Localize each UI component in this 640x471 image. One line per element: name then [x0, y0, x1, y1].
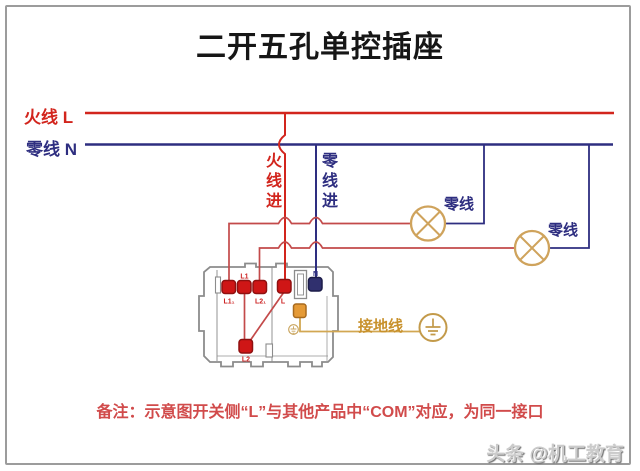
terminal-l2-out-label: L2₁ [255, 299, 266, 306]
terminal-l1-out-label: L1₁ [223, 299, 234, 306]
live-in-wire [278, 113, 286, 288]
terminal-l2-com-label: L2 [242, 357, 250, 364]
terminal-live [276, 278, 292, 294]
page-border-frame [5, 5, 631, 465]
neutral-bus-label: 零线 N [26, 140, 77, 159]
lamp2-neutral-label: 零线 [548, 222, 579, 239]
lamp1-neutral-label: 零线 [444, 196, 475, 213]
lamp2-icon [513, 229, 551, 267]
terminal-l1-com [236, 279, 252, 295]
terminal-l1-out [221, 279, 237, 295]
terminal-ground [292, 303, 307, 319]
lamps [409, 205, 551, 267]
ground-wire-label: 接地线 [358, 318, 404, 335]
ground-symbols [288, 313, 448, 342]
switch1-lamp-wire [228, 216, 411, 288]
page-title: 二开五孔单控插座 [196, 31, 444, 64]
terminals [221, 276, 323, 354]
wires [85, 111, 614, 342]
switch2-lamp-wire [258, 241, 515, 288]
neutral-in-label: 零线进 [319, 152, 336, 212]
terminal-l2-com [238, 338, 254, 354]
terminal-live-label: L [281, 299, 286, 306]
device-slot-middle-inner [297, 273, 304, 296]
lamp1-icon [409, 205, 447, 242]
jumper-l-l2-wire [248, 291, 285, 342]
device-slot-left [214, 276, 222, 294]
lamp2-neutral-wire [549, 145, 590, 249]
lamp1-neutral-wire [445, 145, 485, 225]
device-slot-bottom [265, 343, 274, 358]
terminal-labels: L1₁ L1 L2₁ L N L2 [223, 271, 318, 364]
earth-mini-symbol-icon [288, 324, 299, 335]
earth-symbol-icon [418, 313, 448, 342]
ground-wire [299, 316, 420, 333]
terminal-neutral-label: N [313, 271, 318, 278]
terminal-l1-com-label: L1 [240, 274, 248, 281]
footnote: 备注：示意图开关侧“L”与其他产品中“COM”对应，为同一接口 [96, 404, 544, 421]
watermark: 头条 @机工教育 [486, 444, 624, 465]
terminal-neutral [307, 276, 323, 292]
live-in-label: 火线进 [263, 152, 280, 212]
live-bus-label: 火线 L [24, 108, 74, 127]
terminal-l2-out [252, 279, 268, 295]
